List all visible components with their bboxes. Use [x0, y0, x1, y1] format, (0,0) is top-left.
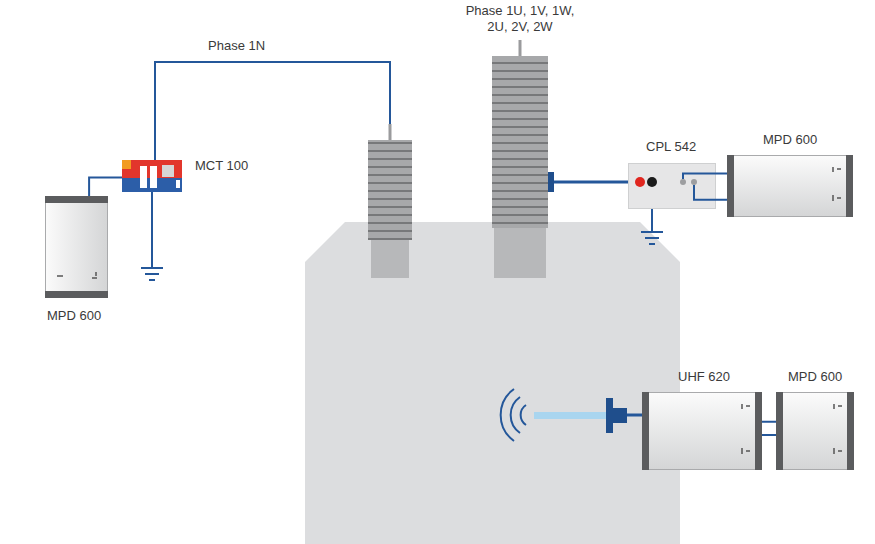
device-label: UHF 620 [678, 369, 730, 385]
uhf-probe [534, 412, 606, 419]
ground-wire [151, 192, 153, 268]
ground-symbol [141, 268, 163, 280]
bushing-insulator [492, 56, 548, 228]
uhf-cable [627, 414, 642, 417]
tap-wire [554, 181, 634, 184]
coupling-device: CPL 542 [628, 163, 716, 209]
device-label: CPL 542 [646, 139, 696, 155]
uhf-waves [501, 389, 526, 441]
bushing-base [371, 240, 409, 278]
uhf-converter: UHF 620 [642, 392, 762, 470]
phase-label: Phase 1U, 1V, 1W, 2U, 2V, 2W [458, 3, 582, 35]
measurement-unit-shape [727, 155, 853, 217]
phase-label: Phase 1N [208, 38, 265, 54]
uhf-flange [606, 398, 613, 433]
signal-cable [89, 178, 122, 196]
current-transformer: MCT 100 [122, 160, 182, 192]
measuring-tap [548, 172, 554, 192]
measurement-unit: MPD 600 [776, 392, 854, 470]
device-label: MPD 600 [763, 132, 817, 148]
signal-cable [762, 422, 776, 435]
bushing-terminal [519, 40, 522, 56]
phase-wire [155, 62, 390, 160]
coupling-device-shape [628, 163, 716, 209]
uhf-connector [613, 408, 627, 423]
uhf-converter-shape [642, 392, 762, 470]
transformer-tank [305, 222, 680, 544]
device-label: MPD 600 [788, 369, 842, 385]
bushing-base [494, 228, 546, 278]
ground-symbol [641, 232, 663, 244]
measurement-unit: MPD 600 [45, 196, 108, 298]
device-label: MCT 100 [195, 158, 248, 174]
ground-wire [651, 205, 653, 232]
measurement-unit-shape [776, 392, 854, 470]
measurement-unit: MPD 600 [727, 155, 853, 217]
measurement-unit-shape [45, 196, 108, 298]
bushing-insulator [368, 140, 412, 240]
bushing-terminal [389, 124, 392, 140]
device-label: MPD 600 [47, 308, 101, 324]
current-transformer-shape [122, 160, 182, 192]
